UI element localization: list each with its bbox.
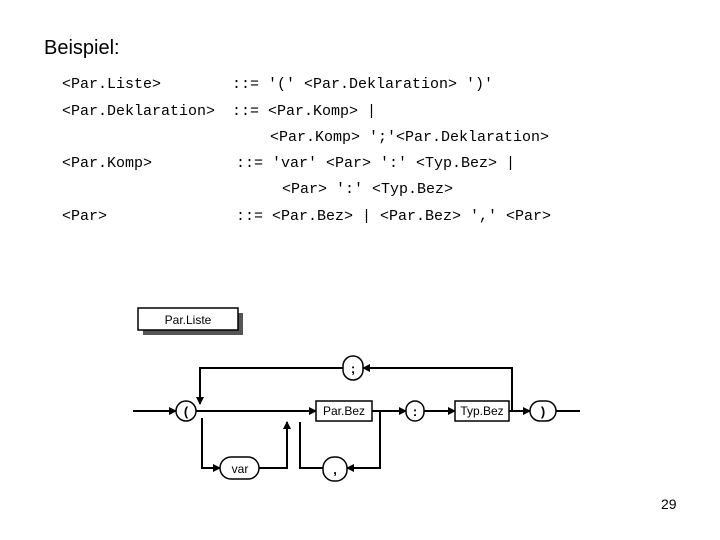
- var-label: var: [232, 462, 249, 476]
- par-bez-label: Par.Bez: [323, 404, 365, 418]
- close-paren-label: ): [541, 404, 545, 419]
- open-paren-label: (: [184, 404, 189, 419]
- typ-bez-nonterminal: [454, 400, 510, 422]
- rule-2-continuation: <Par.Komp> ';'<Par.Deklaration>: [270, 129, 550, 146]
- rule-3-lhs: <Par.Komp>: [62, 155, 153, 172]
- close-paren-terminal: [529, 400, 557, 422]
- typ-bez-label: Typ.Bez: [460, 404, 503, 418]
- semicolon-terminal: [342, 355, 364, 381]
- diagram-title: Par.Liste: [165, 313, 212, 327]
- slide-heading: Beispiel:: [44, 37, 120, 59]
- rule-3-rhs: ::= 'var' <Par> ':' <Typ.Bez> |: [236, 155, 516, 172]
- par-bez-nonterminal: [315, 400, 373, 422]
- rule-4-rhs: ::= <Par.Bez> | <Par.Bez> ',' <Par>: [236, 208, 552, 225]
- page-number: 29: [661, 496, 677, 512]
- var-branch-out: [259, 421, 291, 469]
- comma-terminal: [322, 456, 348, 482]
- rule-3-continuation: <Par> ':' <Typ.Bez>: [282, 181, 454, 198]
- title-box: [137, 307, 239, 331]
- colon-terminal: [405, 400, 425, 422]
- rule-4-lhs: <Par>: [62, 208, 108, 225]
- comma-label: ,: [333, 462, 337, 477]
- semicolon-loop-left: [196, 367, 343, 405]
- comma-loop-left: [299, 422, 323, 469]
- var-branch-in: [201, 418, 221, 472]
- semicolon-label: ;: [351, 361, 355, 376]
- comma-loop-right: [346, 411, 381, 472]
- rule-2-rhs: ::= <Par.Komp> |: [232, 103, 377, 120]
- var-terminal: [219, 456, 260, 480]
- open-paren-terminal: [175, 400, 197, 422]
- rule-2-lhs: <Par.Deklaration>: [62, 103, 216, 120]
- rule-1-lhs: <Par.Liste>: [62, 76, 162, 93]
- semicolon-loop-right: [362, 364, 513, 411]
- colon-label: :: [413, 404, 417, 419]
- rule-1-rhs: ::= '(' <Par.Deklaration> ')': [232, 76, 494, 93]
